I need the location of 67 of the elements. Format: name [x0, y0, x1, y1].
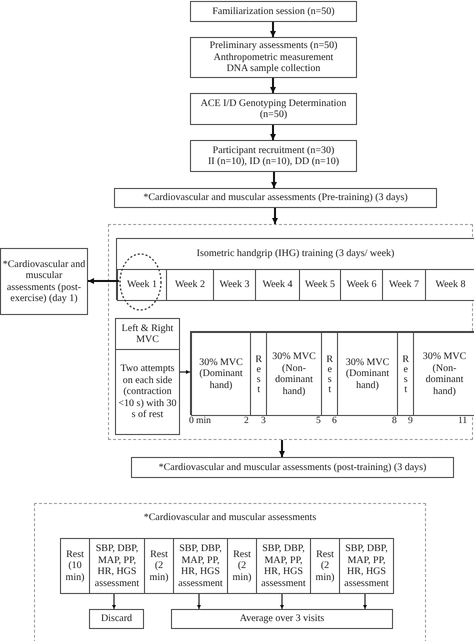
table-cell: 30% MVC (Dominant hand)	[191, 332, 251, 416]
time-tick-label: 6	[332, 416, 337, 426]
process-box: Discard	[89, 609, 144, 629]
dashed-frame	[34, 503, 426, 641]
table-cell: Week 3	[213, 269, 256, 301]
table-cell: 30% MVC (Non-dominant hand)	[266, 332, 322, 416]
arrow	[270, 78, 276, 93]
table-cell: Rest (2 min)	[144, 538, 174, 594]
process-box: ACE I/D Genotyping Determination (n=50)	[190, 93, 357, 125]
rest-cell: Rest	[321, 332, 338, 416]
table-cell: Rest (10 min)	[60, 538, 90, 594]
time-tick-label: 9	[408, 416, 413, 426]
time-tick-label: 11	[458, 416, 468, 426]
table-cell: 30% MVC (Dominant hand)	[337, 332, 398, 416]
process-box: *Cardiovascular and muscular assessments (post-exercise) (day 1)	[0, 248, 88, 315]
time-tick-label: 8	[392, 416, 397, 426]
arrow	[272, 208, 278, 224]
time-tick-label: 2	[244, 416, 249, 426]
arrow	[270, 22, 276, 37]
arrow	[271, 172, 277, 188]
process-box	[190, 140, 357, 172]
box-text: Left & Right MVC	[116, 319, 179, 350]
table-cell: Week 1	[117, 269, 167, 301]
arrow	[280, 594, 284, 610]
table-cell: Rest (2 min)	[227, 538, 257, 594]
arrow	[88, 278, 119, 284]
process-box: *Cardiovascular and muscular assessments (post-training) (3 days)	[131, 457, 454, 478]
arrow	[112, 594, 116, 610]
rest-cell: Rest	[397, 332, 414, 416]
table-cell: Rest (2 min)	[310, 538, 340, 594]
table-cell: SBP, DBP, MAP, PP, HR, HGS assessment	[256, 538, 311, 594]
training-table	[116, 238, 474, 300]
box-text: *Cardiovascular and muscular assessments	[142, 511, 318, 525]
rest-cell: Rest	[250, 332, 267, 416]
arrow	[180, 370, 190, 374]
table-cell: SBP, DBP, MAP, PP, HR, HGS assessment	[89, 538, 145, 594]
time-tick-label: 5	[316, 416, 321, 426]
time-tick-label: 0 min	[189, 416, 211, 426]
dashed-frame	[108, 224, 473, 440]
box-text: Participant recruitment (n=30)	[212, 144, 334, 156]
box-text: DNA sample collection	[226, 63, 320, 75]
table-cell: 30% MVC (Non-dominant hand)	[413, 332, 474, 416]
process-box: Familiarization session (n=50)	[190, 1, 357, 22]
arrow	[279, 440, 285, 457]
table-cell: Week 5	[299, 269, 341, 301]
box-text: Anthropometric measurement	[214, 52, 334, 64]
arrow	[197, 594, 201, 610]
table-cell: Week 6	[340, 269, 383, 301]
dashed-circle	[119, 253, 162, 311]
time-tick-label: 3	[261, 416, 266, 426]
box-text: II (n=10), ID (n=10), DD (n=10)	[208, 156, 340, 168]
table-cell: Week 2	[166, 269, 214, 301]
table-cell: Week 8	[425, 269, 474, 301]
process-box	[115, 318, 180, 435]
process-box: Average over 3 visits	[171, 609, 393, 629]
table-cell: SBP, DBP, MAP, PP, HR, HGS assessment	[339, 538, 394, 594]
box-text: Two attempts on each side (contraction <10 s) with 30 s of rest	[117, 362, 178, 422]
box-text: Preliminary assessments (n=50)	[210, 40, 338, 52]
table-cell: Week 4	[255, 269, 300, 301]
table-cell: SBP, DBP, MAP, PP, HR, HGS assessment	[173, 538, 228, 594]
process-box: *Cardiovascular and muscular assessments (Pre-training) (3 days)	[114, 188, 437, 208]
box-text: Isometric handgrip (IHG) training (3 days/ week)	[196, 247, 396, 261]
arrow	[270, 125, 276, 140]
timeline-table	[190, 331, 474, 415]
table-cell: Week 7	[382, 269, 426, 301]
process-box	[190, 37, 357, 78]
arrow	[363, 594, 367, 610]
